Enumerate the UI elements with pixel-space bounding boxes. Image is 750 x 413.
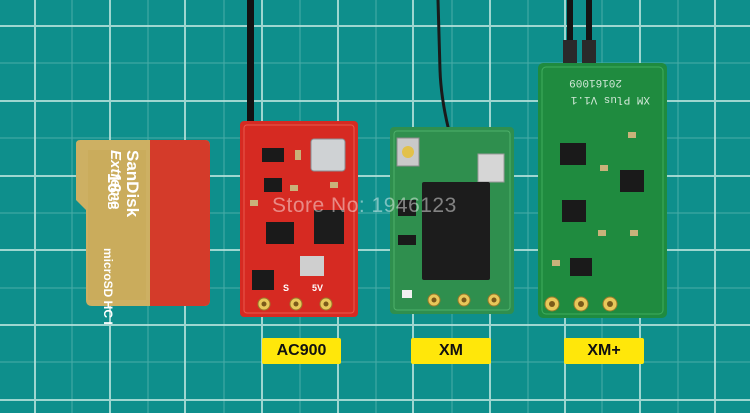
label-ac900: AC900	[262, 338, 341, 364]
label-xm-plus: XM+	[564, 338, 644, 364]
label-xm: XM	[411, 338, 491, 364]
sd-card-brand-name: SanDisk	[123, 150, 142, 218]
ac900-antenna	[247, 0, 254, 128]
ac900-pin-5v-label: 5V	[312, 283, 324, 293]
ac900-pin-s-label: S	[283, 283, 290, 293]
ac900-board	[240, 121, 358, 317]
sd-card-capacity-unit: GB	[105, 193, 117, 210]
sd-card-class-mark: microSD HC I	[101, 248, 115, 325]
xm-plus-board	[538, 63, 667, 318]
sd-card-capacity-value: 16	[104, 173, 124, 194]
sd-card	[76, 140, 210, 306]
sd-card-capacity: 16GB	[103, 173, 124, 210]
xm-plus-antennas	[563, 0, 596, 70]
xm-plus-date-marking: 20161009	[569, 76, 622, 88]
xm-plus-version-marking: XM Plus V1.1	[570, 93, 650, 105]
store-watermark: Store No: 1946123	[272, 194, 457, 217]
xm-board	[390, 127, 514, 314]
